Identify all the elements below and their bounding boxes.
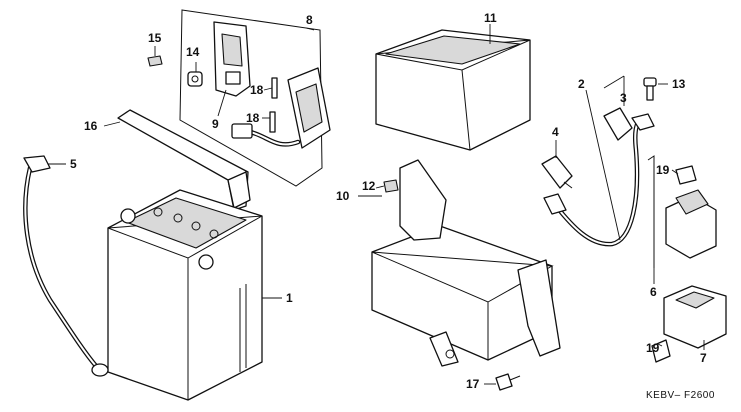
callout-18b: 18 [246, 111, 260, 125]
part-18-pins [269, 77, 278, 133]
part-2-positive-cable [543, 113, 655, 247]
callout-14: 14 [186, 45, 200, 59]
part-12-clip [383, 179, 399, 193]
callout-labels: 1 2 3 4 5 6 7 8 9 10 11 12 13 14 15 16 1… [70, 11, 707, 391]
callout-17: 17 [466, 377, 480, 391]
relay-holder-group-box [179, 9, 323, 187]
part-9-rubber-holder [213, 21, 251, 97]
callout-9: 9 [212, 117, 219, 131]
part-7-relay-cover [663, 285, 727, 349]
leader-lines [48, 24, 705, 385]
part-11-battery-case [375, 29, 531, 151]
callout-15: 15 [148, 31, 162, 45]
part-3-terminal-cap [603, 107, 633, 141]
callout-2: 2 [578, 77, 585, 91]
callout-10: 10 [336, 189, 350, 203]
part-14-grommet [187, 71, 203, 87]
figure-code: KEBV– F2600 [646, 390, 715, 401]
callout-5: 5 [70, 157, 77, 171]
callout-18a: 18 [250, 83, 264, 97]
callout-12: 12 [362, 179, 376, 193]
part-1-battery [107, 189, 263, 401]
part-10-battery-tray [371, 159, 561, 367]
part-6-starter-relay [647, 155, 717, 268]
callout-8: 8 [306, 13, 313, 27]
part-13-screw [643, 77, 657, 101]
callout-16: 16 [84, 119, 98, 133]
part-15-clip [147, 55, 163, 67]
callout-4: 4 [552, 125, 559, 139]
part-19-fuses [651, 165, 697, 363]
part-17-bolt [495, 373, 521, 391]
callout-1: 1 [286, 291, 293, 305]
callout-19b: 19 [646, 341, 660, 355]
callout-11: 11 [484, 11, 497, 25]
callout-6: 6 [650, 285, 657, 299]
callout-3: 3 [620, 91, 627, 105]
callout-13: 13 [672, 77, 686, 91]
part-16-battery-band [117, 109, 251, 211]
part-8-holder-with-harness [231, 67, 331, 149]
callout-7: 7 [700, 351, 707, 365]
callout-19a: 19 [656, 163, 670, 177]
part-4-connector [541, 155, 573, 189]
part-5-negative-cable [23, 155, 109, 377]
